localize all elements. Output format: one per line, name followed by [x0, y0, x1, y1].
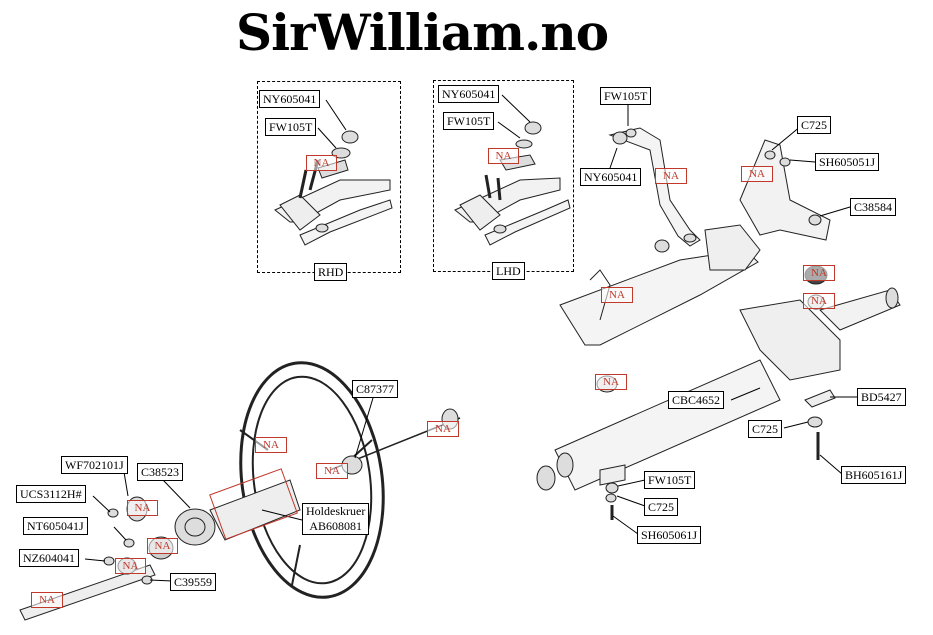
holdeskruer-line2: AB608081	[309, 519, 362, 533]
part-label-wf702101j[interactable]: WF702101J	[61, 456, 128, 474]
na-marker[interactable]: NA	[488, 148, 519, 164]
part-label-cbc4652[interactable]: CBC4652	[668, 391, 725, 409]
part-label-c39559[interactable]: C39559	[170, 573, 217, 591]
na-marker[interactable]: NA	[803, 265, 835, 281]
part-label-nt605041j[interactable]: NT605041J	[23, 517, 88, 535]
na-marker[interactable]: NA	[115, 558, 146, 574]
part-label-c725-mid[interactable]: C725	[748, 420, 783, 438]
leader-lines	[84, 94, 857, 582]
part-label-ucs3112h[interactable]: UCS3112H#	[16, 485, 86, 503]
na-marker[interactable]: NA	[255, 437, 287, 453]
rhd-detail-box	[257, 81, 401, 273]
part-label-c725-lower[interactable]: C725	[644, 498, 679, 516]
na-marker[interactable]: NA	[427, 421, 459, 437]
site-title: SirWilliam.no	[236, 3, 609, 62]
rhd-label: RHD	[314, 263, 348, 281]
part-label-fw105t-lhd[interactable]: FW105T	[443, 112, 495, 130]
part-label-fw105t-rhd[interactable]: FW105T	[265, 118, 317, 136]
part-label-c87377[interactable]: C87377	[352, 380, 399, 398]
na-marker[interactable]: NA	[127, 500, 158, 516]
na-marker[interactable]: NA	[316, 463, 348, 479]
part-label-bd5427[interactable]: BD5427	[857, 388, 906, 406]
part-label-bh605161j[interactable]: BH605161J	[841, 466, 907, 484]
part-label-sh605061j[interactable]: SH605061J	[637, 526, 702, 544]
part-label-ny605041-rhd[interactable]: NY605041	[259, 90, 321, 108]
lhd-detail-box	[433, 80, 574, 272]
part-label-fw105t-bracket[interactable]: FW105T	[600, 87, 652, 105]
na-marker[interactable]: NA	[306, 155, 337, 171]
part-label-ny605041-bracket[interactable]: NY605041	[580, 168, 642, 186]
part-label-holdeskruer[interactable]: Holdeskruer AB608081	[302, 503, 370, 535]
part-label-nz604041[interactable]: NZ604041	[19, 549, 79, 567]
part-label-c38584[interactable]: C38584	[850, 198, 897, 216]
na-marker[interactable]: NA	[803, 293, 835, 309]
part-label-sh605051j[interactable]: SH605051J	[815, 153, 880, 171]
part-label-c38523[interactable]: C38523	[137, 463, 184, 481]
pedal-bracket-drawing	[559, 127, 831, 346]
part-label-fw105t-lower[interactable]: FW105T	[644, 471, 696, 489]
part-label-ny605041-lhd[interactable]: NY605041	[438, 85, 500, 103]
lhd-label: LHD	[492, 262, 525, 280]
na-marker[interactable]: NA	[655, 168, 687, 184]
na-marker[interactable]: NA	[601, 287, 633, 303]
na-marker[interactable]: NA	[741, 166, 773, 182]
na-marker[interactable]: NA	[147, 538, 178, 554]
na-marker[interactable]: NA	[31, 592, 63, 608]
holdeskruer-line1: Holdeskruer	[306, 504, 366, 518]
na-marker[interactable]: NA	[595, 374, 627, 390]
part-label-c725-top[interactable]: C725	[797, 116, 832, 134]
